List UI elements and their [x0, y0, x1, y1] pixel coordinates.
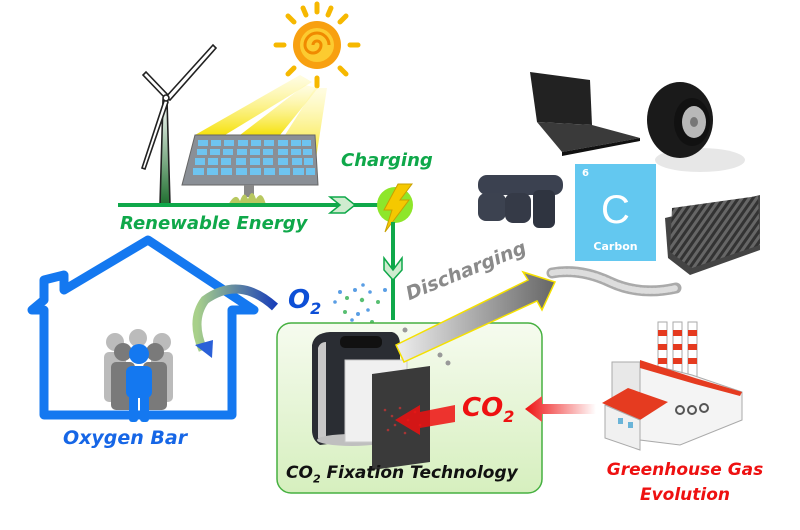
- discharging-arrow: [395, 270, 557, 363]
- down-chevron-icon: [383, 255, 403, 282]
- carbon-fiber-icon: [665, 195, 760, 275]
- lightning-bolt-icon: [383, 183, 413, 233]
- solar-panel-icon: [181, 134, 319, 205]
- charging-label: Charging: [341, 150, 433, 171]
- carbon-element-tile: [575, 164, 656, 261]
- co2-label: CO2: [462, 393, 515, 427]
- carbon-name: Carbon: [593, 240, 638, 253]
- greenhouse-gas-label: Greenhouse Gas Evolution: [606, 460, 764, 505]
- oxygen-bubbles: [333, 283, 387, 324]
- carbon-symbol: C: [601, 188, 630, 232]
- oxygen-bar-label: Oxygen Bar: [63, 427, 188, 449]
- factory-icon: [602, 321, 743, 451]
- people-icon: [104, 329, 173, 422]
- o2-label: O2: [288, 285, 322, 319]
- air-purifier-icon: [312, 327, 455, 470]
- co2-arrow: [525, 396, 596, 422]
- o2-arrow: [192, 284, 279, 352]
- carbon-atomic-number: 6: [582, 168, 589, 179]
- sun-icon: [273, 1, 361, 89]
- fixation-technology-label: CO2 Fixation Technology: [286, 463, 518, 486]
- flow-chevron-icon: [327, 196, 357, 214]
- laptop-icon: [530, 72, 640, 156]
- charcoal-icon: [478, 175, 563, 228]
- house-icon: [27, 235, 259, 420]
- tire-icon: [647, 82, 745, 172]
- sunray: [195, 75, 312, 135]
- renewable-energy-label: Renewable Energy: [120, 213, 308, 234]
